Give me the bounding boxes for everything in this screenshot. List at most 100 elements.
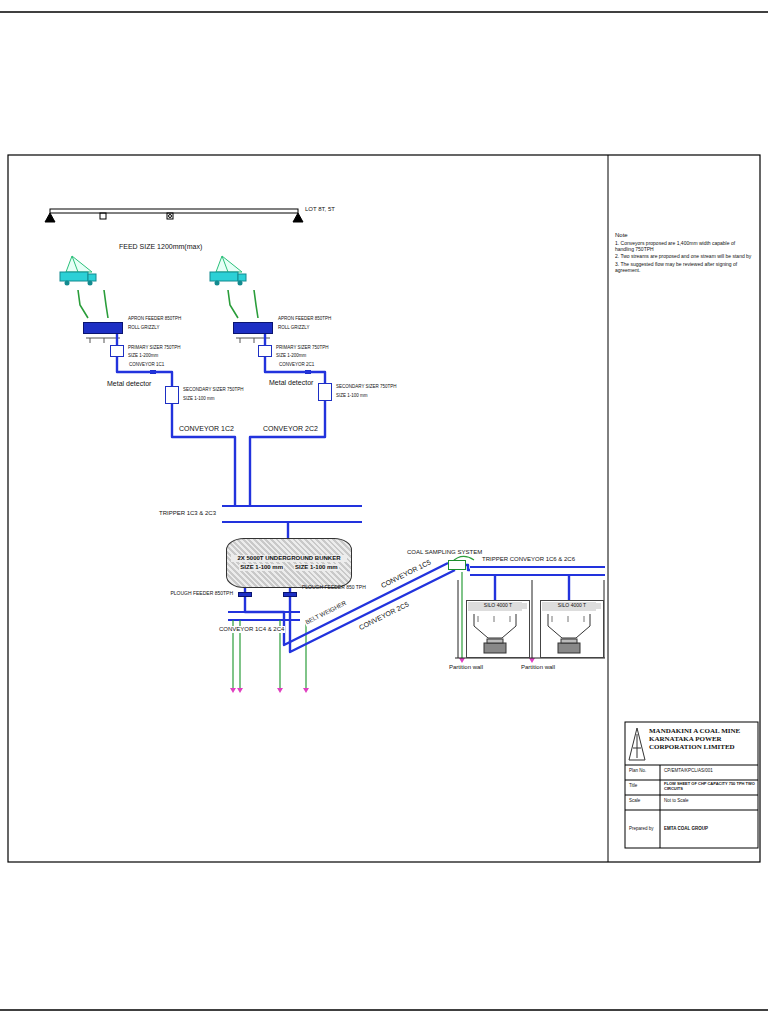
title-column [660,765,661,848]
title-row [625,795,758,796]
wagon [484,643,506,653]
note-text: 2. Two streams are proposed and one stre… [614,254,756,260]
conveyor-line [287,523,289,538]
title-block-key: Plan No. [628,768,647,773]
truck-load [66,256,92,272]
logo-mark [637,734,638,758]
chute [228,290,238,318]
conveyor-label: CONVEYOR 2C2 [262,425,319,433]
wall-label: Partition wall [448,664,484,671]
feeder-frames [86,338,270,343]
silo-hopper [548,614,590,638]
equipment-label: TRIPPER 1C3 & 2C3 [159,510,216,517]
note-heading: Note [614,232,756,239]
frame [254,338,255,343]
truck-wheel [65,281,70,286]
truck-load [72,256,78,272]
wagon [558,643,580,653]
drop-lines [233,556,474,688]
primary-sizer: PRIMARY SIZER 750TPHSIZE 1-200mm [110,345,124,357]
equipment-label: SECONDARY SIZER 750TPH [336,384,397,389]
note-text: 3. The suggested flow may be reviewed af… [614,262,756,274]
equipment-label: Metal detector [268,379,314,387]
drop-line [279,620,280,688]
silo-top [468,602,522,611]
company-name: MANDAKINI A COAL MINE KARNATAKA POWER CO… [648,727,756,751]
truck-wheel [238,281,243,286]
equipment-label: 2X 5000T UNDERGROUND BUNKER [231,555,347,562]
truck-load [222,256,228,272]
conveyor-line [264,334,266,345]
frame [240,338,241,343]
ground-line [455,658,605,659]
chute [104,290,108,318]
frame [90,338,91,343]
drop-line [232,620,233,688]
equipment-label: TRIPPER CONVEYOR 1C6 & 2C6 [482,556,575,563]
conveyor-label: CONVEYOR 1C2 [178,425,235,433]
bottom-rule [0,1009,768,1011]
equipment-label: Metal detector [106,380,152,388]
secondary-sizer: SECONDARY SIZER 750TPHSIZE 1-100 mm [318,383,332,401]
conveyor-label: CONVEYOR 2C1 [278,363,315,368]
note-text: 1. Conveyors proposed are 1,400mm width … [614,241,756,253]
equipment-label: SIZE 1-100 mm [183,396,215,401]
feed-size-note: FEED SIZE 1200mm(max) [118,243,203,251]
end-markers [230,658,535,693]
conveyor-label: CONVEYOR 1C4 & 2C4 [218,626,285,633]
truck-cab [238,274,246,281]
note-column: Note 1. Conveyors proposed are 1,400mm wi… [614,232,756,274]
tripper-conveyor: TRIPPER CONVEYOR 1C6 & 2C6 [470,566,605,576]
hoist-hook [169,215,172,218]
title-block-key: Prepared by [628,826,655,831]
marker [303,688,309,693]
truck-wheel [88,281,93,286]
equipment-label: SIZE 1-100 mm [294,564,339,571]
title-block-key: Scale [628,798,641,803]
title-row [625,765,758,766]
marker [237,688,243,693]
silo-outlet [568,616,569,622]
top-rule [0,11,768,13]
hoist [100,213,106,219]
silo: SILO 4000 T [466,600,530,658]
title-block-value: CP/EMTA/KPCL/AS/001 [663,768,714,773]
dump-trucks [60,256,246,286]
title-row [625,780,758,781]
logo-mark [633,748,641,749]
drop-line [239,620,240,688]
feed-chutes [78,290,258,318]
logo [629,728,645,760]
primary-sizer: PRIMARY SIZER 750TPHSIZE 1-200mm [258,345,272,357]
silo-outlet [510,616,511,622]
truck-body [60,272,88,281]
truck-wheel [215,281,220,286]
title-block-value: FLOW SHEET OF CHP CAPACITY 750 TPH TWO C… [663,782,757,791]
conveyor-label: CONVEYOR 1C1 [128,363,165,368]
conveyor-line [250,401,325,505]
conveyor-line [568,576,570,600]
conveyor-line [289,588,291,592]
equipment-label: COAL SAMPLING SYSTEM [407,549,482,556]
truck-cab [88,274,96,281]
equipment-label: SIZE 1-100 mm [239,564,284,571]
truck-body [210,272,238,281]
silo-internals [468,602,596,653]
equipment-label: ROLL GRIZZLY [128,325,160,330]
wall-label: Partition wall [520,664,556,671]
conveyor-line [494,576,496,600]
marker [277,688,283,693]
border [8,155,760,862]
conveyor-line [244,588,246,592]
equipment-label: SILO 4000 T [469,603,527,609]
crane-beam [45,209,303,222]
plough-feeder: PLOUGH FEEDER 850TPH [238,592,252,597]
conveyor-line [117,357,172,386]
equipment-label: PRIMARY SIZER 750TPH [276,345,329,350]
conveyor-line [172,404,235,505]
wagon-load [487,639,503,643]
frame [104,338,105,343]
drop-line [461,572,462,660]
